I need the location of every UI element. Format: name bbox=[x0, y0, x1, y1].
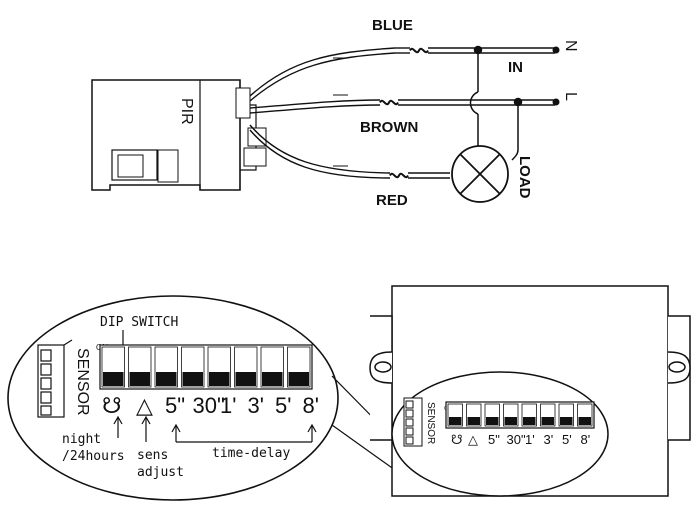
dip-switch bbox=[181, 346, 205, 388]
module-sens-symbol: △ bbox=[468, 432, 478, 447]
annotation-lines bbox=[113, 415, 317, 443]
wire-blue bbox=[249, 47, 555, 102]
wire-red bbox=[249, 124, 450, 179]
time-setting-label: 5' bbox=[562, 432, 572, 447]
red-label: RED bbox=[376, 192, 408, 209]
module-sensor-label: SENSOR bbox=[425, 402, 436, 444]
terminal-block bbox=[37, 339, 73, 418]
sens-label-2: adjust bbox=[137, 465, 184, 480]
module-dip-bank bbox=[445, 401, 595, 429]
night-label-1: night bbox=[62, 432, 101, 447]
pir-sensor-body bbox=[91, 79, 267, 191]
dip-switch bbox=[540, 403, 556, 427]
module-terminal-block bbox=[403, 397, 423, 447]
dip-switch bbox=[577, 403, 593, 427]
terminal-l-label: L bbox=[562, 92, 579, 101]
sens-label-1: sens bbox=[137, 448, 168, 463]
dip-switch bbox=[154, 346, 178, 388]
terminal-n-label: N bbox=[562, 40, 579, 52]
night-mode-icon: ☋ bbox=[102, 393, 122, 418]
dip-switch-title: DIP SWITCH bbox=[100, 315, 178, 330]
time-setting-label: 8' bbox=[581, 432, 591, 447]
dip-switch bbox=[503, 403, 519, 427]
dip-switch bbox=[466, 403, 482, 427]
time-setting-label: 1' bbox=[220, 393, 236, 418]
dip-switch bbox=[234, 346, 258, 388]
time-setting-label: 5" bbox=[488, 432, 500, 447]
module-night-icon: ☋ bbox=[451, 432, 463, 447]
junction bbox=[469, 45, 523, 161]
in-label: IN bbox=[508, 59, 523, 76]
sensor-label: SENSOR bbox=[74, 348, 91, 416]
night-label-2: /24hours bbox=[62, 449, 125, 464]
time-delay-label: time-delay bbox=[212, 446, 290, 461]
time-setting-label: 3' bbox=[248, 393, 264, 418]
time-delay-labels: 5" 30"1' 3' 5' 8' bbox=[165, 393, 319, 418]
dip-switch bbox=[207, 346, 231, 388]
dip-switch bbox=[447, 403, 463, 427]
dip-switch bbox=[484, 403, 500, 427]
dip-switch bbox=[521, 403, 537, 427]
time-setting-label: 1' bbox=[525, 432, 535, 447]
wire-brown bbox=[249, 99, 555, 114]
module-magnifier-circle bbox=[391, 371, 609, 497]
pir-label: PIR bbox=[178, 98, 195, 125]
time-setting-label: 5" bbox=[165, 393, 185, 418]
time-setting-label: 3' bbox=[544, 432, 554, 447]
time-setting-label: 5' bbox=[275, 393, 291, 418]
load-label: LOAD bbox=[516, 156, 533, 199]
dip-switch bbox=[260, 346, 284, 388]
terminal-dots bbox=[552, 46, 560, 106]
load-lamp-icon bbox=[451, 145, 509, 203]
time-setting-label: 8' bbox=[303, 393, 319, 418]
dip-switch bbox=[128, 346, 152, 388]
wire-tags bbox=[333, 57, 348, 167]
module-time-labels: 5" 30"1' 3' 5' 8' bbox=[488, 432, 590, 447]
dip-switch bbox=[101, 346, 125, 388]
blue-label: BLUE bbox=[372, 17, 413, 34]
dip-switch bbox=[558, 403, 574, 427]
time-setting-label: 30" bbox=[507, 432, 526, 447]
brown-label: BROWN bbox=[360, 119, 418, 136]
dip-switch-bank bbox=[99, 344, 313, 390]
sens-symbol: △ bbox=[136, 393, 153, 418]
time-setting-label: 30" bbox=[193, 393, 225, 418]
dip-switch bbox=[287, 346, 311, 388]
